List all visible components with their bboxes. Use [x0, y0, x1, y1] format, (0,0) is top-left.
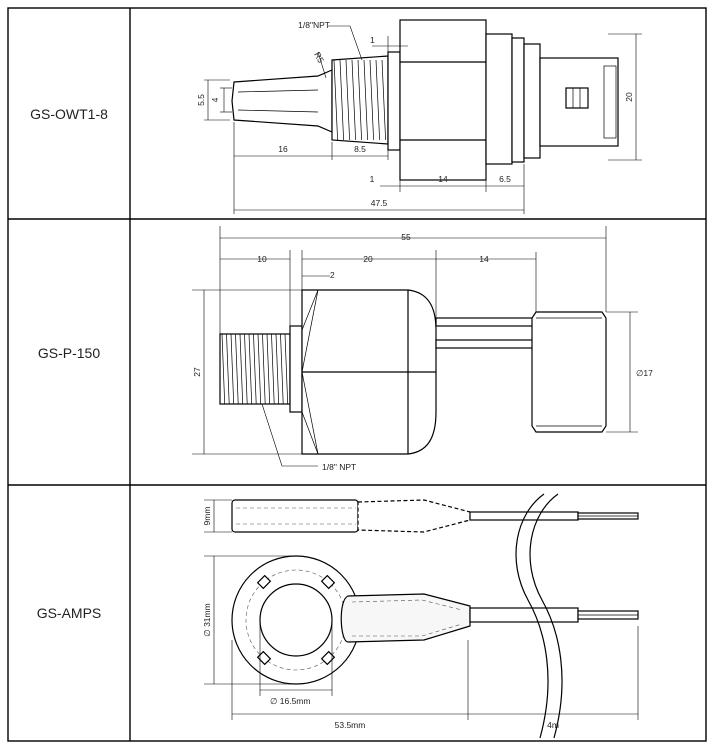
drawing-gs-p-150: 55 10 2 20 14 27 ∅17 1/8" NPT [192, 226, 653, 472]
ring-clips [256, 574, 336, 666]
dim-body-length-amps: 53.5mm [335, 720, 366, 730]
dim-hex-length-p150: 20 [363, 254, 373, 264]
dimension-lines-owt [204, 25, 642, 214]
thread-lines-owt [333, 59, 386, 141]
dim-radius-owt: R5 [312, 50, 326, 65]
dim-hex-width-owt: 14 [438, 174, 448, 184]
model-label-gs-p-150: GS-P-150 [38, 345, 100, 361]
dim-height-p150: 27 [192, 367, 202, 377]
dim-flange-owt: 1 [370, 174, 375, 184]
dim-thread-length-owt: 8.5 [354, 144, 366, 154]
dim-thread-owt: 1/8"NPT [298, 20, 330, 30]
dim-pitch-owt: 1 [370, 35, 375, 45]
dim-total-length-p150: 55 [401, 232, 411, 242]
dimension-lines-p150 [192, 226, 638, 467]
drawing-gs-owt1-8: 1/8"NPT R5 1 5.5 4 16 8.5 1 14 6.5 47.5 … [196, 19, 642, 214]
dim-thread-p150: 1/8" NPT [322, 462, 356, 472]
dim-total-length-owt: 47.5 [371, 198, 388, 208]
dim-inner-diameter-amps: ∅ 16.5mm [270, 696, 310, 706]
dim-thread-length-p150: 10 [257, 254, 267, 264]
model-label-gs-amps: GS-AMPS [37, 605, 102, 621]
dim-tip-outer-owt: 5.5 [196, 94, 206, 106]
table-frame [7, 7, 707, 742]
dim-cable-length-p150: 14 [479, 254, 489, 264]
dim-cable-length-amps: 4m [547, 720, 559, 730]
drawing-gs-amps: 9mm ∅ 31mm ∅ 16.5mm 53.5mm 4m [202, 493, 639, 739]
model-label-gs-owt1-8: GS-OWT1-8 [30, 106, 108, 122]
dim-tip-inner-owt: 4 [210, 97, 220, 102]
dim-thickness-amps: 9mm [202, 507, 212, 526]
dim-height-owt: 20 [624, 92, 634, 102]
dim-collar-p150: 2 [330, 270, 335, 280]
dimension-lines-amps [204, 499, 639, 720]
thread-lines-p150 [221, 333, 289, 405]
dim-cap-diameter-p150: ∅17 [636, 368, 653, 378]
dim-probe-length-owt: 16 [278, 144, 288, 154]
dim-outer-diameter-amps: ∅ 31mm [202, 603, 212, 636]
dim-connector-depth-owt: 6.5 [499, 174, 511, 184]
